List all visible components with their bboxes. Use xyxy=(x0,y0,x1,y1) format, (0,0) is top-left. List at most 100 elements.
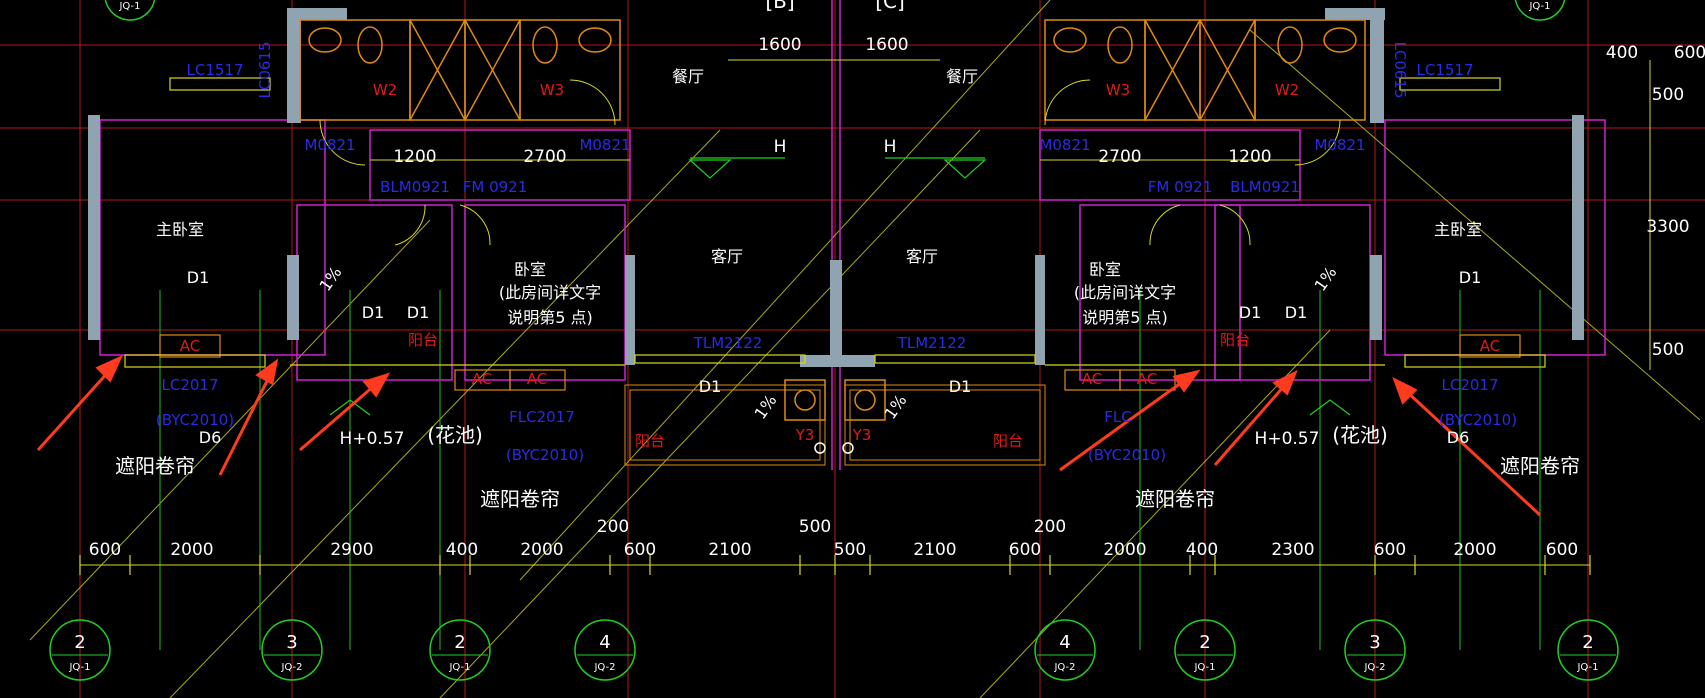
axis-bubble-num: 2 xyxy=(74,632,85,653)
door-tag: M0821 xyxy=(304,136,355,154)
room-note: (此房间详文字 xyxy=(1074,283,1176,302)
window-tag: W2 xyxy=(1275,81,1299,99)
axis-bubble-num: 4 xyxy=(1059,632,1070,653)
sunshade-label: 遮阳卷帘 xyxy=(1135,487,1215,511)
dimension-ticks xyxy=(79,555,1591,575)
bottom-dimension-row: 600 2000 2900 400 2000 200 600 2100 500 … xyxy=(89,517,1578,560)
dim-text: 500 xyxy=(1652,85,1684,105)
level-marks xyxy=(329,157,1351,416)
window-tag: (BYC2010) xyxy=(506,446,584,464)
axis-bubble-num: 3 xyxy=(286,632,297,653)
opening-tag: D1 xyxy=(362,303,385,322)
top-bubble-sub: JQ-1 xyxy=(1528,1,1550,12)
room-note: 说明第5 点) xyxy=(507,308,593,327)
level-tag: H+0.57 xyxy=(340,429,405,449)
sunshade-label: 遮阳卷帘 xyxy=(115,454,195,478)
room-label: 阳台 xyxy=(635,432,665,450)
dim-text: 2700 xyxy=(1098,147,1141,167)
dim-text: 600 xyxy=(1374,540,1406,560)
axis-bubble-sub: JQ-2 xyxy=(1053,662,1075,673)
window-tag: LC2017 xyxy=(1441,376,1498,394)
flower-bed-label: (花池) xyxy=(1332,423,1388,447)
door-swings xyxy=(319,79,1341,246)
window-tag: W3 xyxy=(540,81,564,99)
dim-text: 200 xyxy=(1034,517,1066,537)
opening-tag: D1 xyxy=(187,268,210,287)
window-tag: FLC xyxy=(1104,408,1131,426)
dim-text: 2100 xyxy=(708,540,751,560)
axis-bubble-sub: JQ-1 xyxy=(1193,662,1215,673)
ac-tag: AC xyxy=(472,370,492,388)
dim-text: 400 xyxy=(446,540,478,560)
sunshade-label: 遮阳卷帘 xyxy=(1500,454,1580,478)
dim-text: 3300 xyxy=(1646,217,1689,237)
room-note: 说明第5 点) xyxy=(1082,308,1168,327)
dim-text: 2000 xyxy=(520,540,563,560)
window-tag: LC2017 xyxy=(161,376,218,394)
ac-tag: AC xyxy=(527,370,547,388)
window-tag: (BYC2010) xyxy=(156,411,234,429)
room-label: 客厅 xyxy=(711,247,743,266)
drains xyxy=(784,379,886,454)
drain-tag: Y3 xyxy=(795,426,815,444)
window-tag: (BYC2010) xyxy=(1088,446,1166,464)
door-tag: M0821 xyxy=(1314,136,1365,154)
room-label: 阳台 xyxy=(408,331,438,349)
axis-bubble-num: 3 xyxy=(1369,632,1380,653)
window-strips xyxy=(124,77,1546,368)
dim-text: 2000 xyxy=(1103,540,1146,560)
dim-text: 600 xyxy=(1546,540,1578,560)
annotation-arrows xyxy=(36,354,1542,517)
green-guide-lines xyxy=(159,290,1541,650)
axis-bubble-sub: JQ-2 xyxy=(593,662,615,673)
ac-tag: AC xyxy=(1480,337,1500,355)
room-label: 餐厅 xyxy=(946,67,978,86)
axis-label-b: [B] xyxy=(765,0,794,13)
axis-bubble-sub: JQ-1 xyxy=(1576,662,1598,673)
ac-tag: AC xyxy=(1082,370,1102,388)
ac-tag: AC xyxy=(1137,370,1157,388)
dim-text: 600 xyxy=(1009,540,1041,560)
axis-bubble-num: 2 xyxy=(1582,632,1593,653)
dim-text: 600 xyxy=(89,540,121,560)
dim-text: 2300 xyxy=(1271,540,1314,560)
window-tag: W2 xyxy=(373,81,397,99)
sunshade-label: 遮阳卷帘 xyxy=(480,487,560,511)
room-label: 主卧室 xyxy=(1434,220,1482,239)
opening-tag: D1 xyxy=(699,377,722,396)
opening-tag: D1 xyxy=(1459,268,1482,287)
axis-bubble-sub: JQ-2 xyxy=(1363,662,1385,673)
door-tag: FM 0921 xyxy=(463,178,528,196)
top-bubble-sub: JQ-1 xyxy=(118,1,140,12)
dim-text: 400 xyxy=(1606,43,1638,63)
axis-bubble-labels: 2 JQ-1 3 JQ-2 2 JQ-1 4 JQ-2 4 JQ-2 2 JQ-… xyxy=(68,1,1598,673)
slope-tag: 1% xyxy=(750,391,780,423)
walls xyxy=(88,8,1584,367)
room-label: 阳台 xyxy=(1220,331,1250,349)
window-tag: LC1517 xyxy=(186,61,243,79)
room-label: 卧室 xyxy=(1089,260,1121,279)
window-tag: LC0615 xyxy=(256,41,274,98)
dim-text: 500 xyxy=(1652,340,1684,360)
room-label: 阳台 xyxy=(993,432,1023,450)
dim-text: 1600 xyxy=(865,35,908,55)
axis-bubbles xyxy=(49,0,1619,681)
dim-text: 500 xyxy=(799,517,831,537)
door-tag: M0821 xyxy=(1039,136,1090,154)
drain-tag: Y3 xyxy=(852,426,872,444)
room-note: (此房间详文字 xyxy=(499,283,601,302)
door-tag: BLM0921 xyxy=(380,178,450,196)
axis-bubble-sub: JQ-2 xyxy=(280,662,302,673)
window-tag: FLC2017 xyxy=(509,408,575,426)
level-tag: H xyxy=(774,137,787,157)
axis-bubble-sub: JQ-1 xyxy=(68,662,90,673)
bathroom-fixtures xyxy=(299,19,1366,121)
level-tag: H+0.57 xyxy=(1255,429,1320,449)
dim-text: 600 xyxy=(624,540,656,560)
dim-text: 1200 xyxy=(1228,147,1271,167)
slope-tag: 1% xyxy=(1310,263,1340,295)
axis-bubble-sub: JQ-1 xyxy=(448,662,470,673)
flower-bed-label: (花池) xyxy=(427,423,483,447)
